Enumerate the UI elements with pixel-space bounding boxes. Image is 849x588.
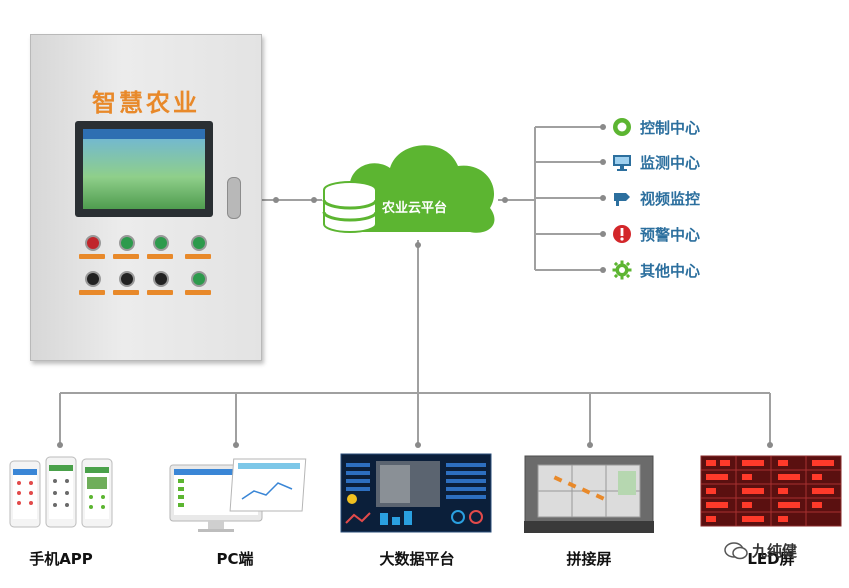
button-label-plate bbox=[79, 290, 105, 295]
center-label: 监测中心 bbox=[640, 153, 701, 172]
control-circle-icon bbox=[612, 117, 632, 137]
screen-display bbox=[83, 129, 205, 209]
monitor-icon bbox=[612, 152, 632, 172]
mobile-app-illustration bbox=[9, 456, 113, 528]
device-label-mobile-app: 手机APP bbox=[29, 550, 93, 568]
cabinet-handle bbox=[227, 177, 241, 219]
database-icon bbox=[322, 181, 378, 233]
watermark-text: 九纯健 bbox=[752, 542, 798, 560]
button-label-plate bbox=[185, 290, 211, 295]
camera-icon bbox=[612, 188, 632, 208]
pc-illustration bbox=[169, 458, 307, 532]
green-indicator-light bbox=[119, 235, 135, 251]
warning-icon bbox=[612, 224, 632, 244]
device-label-led-screen: LED屏 bbox=[747, 550, 795, 568]
cloud-platform-label: 农业云平台 bbox=[382, 201, 448, 216]
button-label-plate bbox=[185, 254, 211, 259]
button-label-plate bbox=[113, 290, 139, 295]
device-label-splice-screen: 拼接屏 bbox=[566, 550, 612, 568]
center-item-control: 控制中心 bbox=[612, 116, 700, 138]
red-indicator-light bbox=[85, 235, 101, 251]
center-item-warning: 预警中心 bbox=[612, 223, 700, 245]
big-data-platform-illustration bbox=[340, 453, 492, 533]
device-label-big-data: 大数据平台 bbox=[379, 550, 455, 568]
button-label-plate bbox=[147, 254, 173, 259]
button-label-plate bbox=[79, 254, 105, 259]
cloud-icon bbox=[322, 145, 495, 233]
watermark: 九纯健 bbox=[724, 540, 797, 561]
screen-header-bar bbox=[83, 129, 205, 139]
green-indicator-light bbox=[191, 235, 207, 251]
center-item-monitor: 监测中心 bbox=[612, 151, 700, 173]
cabinet-title: 智慧农业 bbox=[92, 89, 200, 117]
green-indicator-light bbox=[153, 235, 169, 251]
center-item-video: 视频监控 bbox=[612, 187, 700, 209]
black-switch-button bbox=[153, 271, 169, 287]
device-label-pc: PC端 bbox=[216, 550, 254, 568]
center-label: 控制中心 bbox=[640, 118, 701, 137]
button-label-plate bbox=[113, 254, 139, 259]
center-label: 其他中心 bbox=[640, 261, 701, 280]
splice-screen-illustration bbox=[524, 455, 654, 533]
button-label-plate bbox=[147, 290, 173, 295]
center-label: 视频监控 bbox=[640, 189, 701, 208]
black-switch-button bbox=[119, 271, 135, 287]
control-cabinet: 智慧农业 bbox=[30, 34, 262, 361]
black-switch-button bbox=[85, 271, 101, 287]
gear-icon bbox=[612, 260, 632, 280]
green-switch-button bbox=[191, 271, 207, 287]
chat-bubble-icon bbox=[724, 541, 748, 559]
center-label: 预警中心 bbox=[640, 225, 701, 244]
led-screen-illustration bbox=[700, 455, 842, 527]
touch-screen bbox=[75, 121, 213, 217]
center-item-other: 其他中心 bbox=[612, 259, 700, 281]
